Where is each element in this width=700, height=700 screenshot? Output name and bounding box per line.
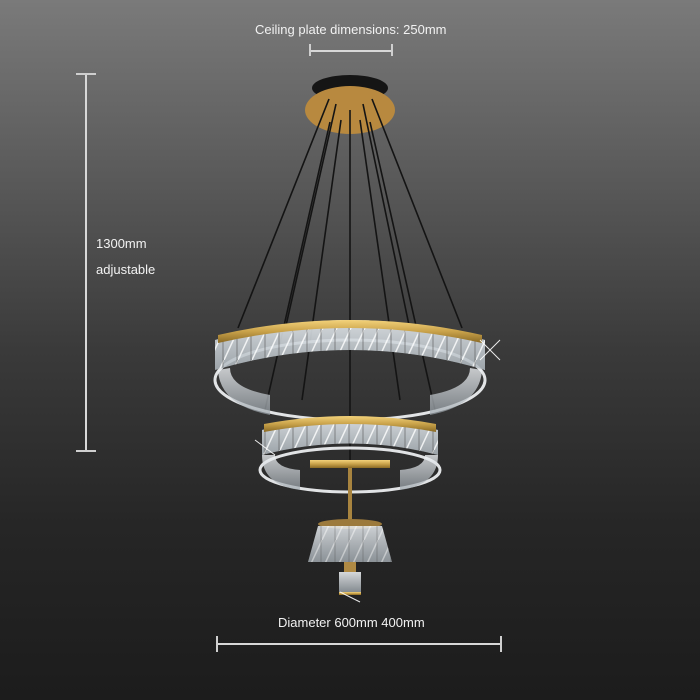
diameter-tick-right: [500, 636, 502, 652]
height-value-label: 1300mm: [96, 236, 147, 251]
height-dimension-line: [85, 74, 87, 450]
lower-crystal-ring: [258, 416, 442, 494]
diameter-label: Diameter 600mm 400mm: [278, 615, 425, 630]
ceiling-plate-dimension-line: [310, 50, 392, 52]
sparkles: [254, 339, 501, 603]
ceiling-plate-tick-left: [309, 44, 311, 56]
height-tick-bottom: [76, 450, 96, 452]
ceiling-plate-label: Ceiling plate dimensions: 250mm: [255, 22, 447, 37]
height-tick-top: [76, 73, 96, 75]
height-note-label: adjustable: [96, 262, 156, 277]
diameter-tick-left: [216, 636, 218, 652]
center-pendant: [308, 468, 392, 595]
ceiling-plate-tick-right: [391, 44, 393, 56]
suspension-wires: [237, 98, 463, 462]
diameter-dimension-line: [217, 643, 501, 645]
